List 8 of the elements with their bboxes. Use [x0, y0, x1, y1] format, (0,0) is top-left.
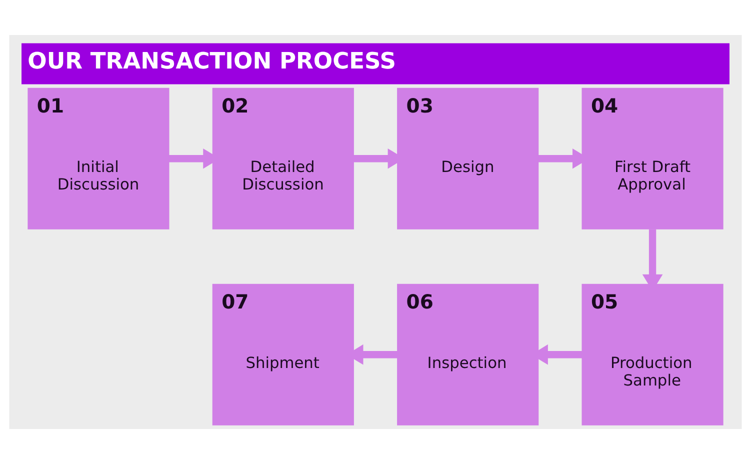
node-box: 05 Production Sample: [581, 284, 723, 426]
node-box: 06 Inspection: [396, 284, 538, 426]
node-box: 07 Shipment: [212, 284, 354, 426]
node-box: 01 Initial Discussion: [27, 88, 169, 230]
node-box: 03 Design: [396, 88, 538, 230]
node-box: 04 First Draft Approval: [581, 88, 723, 230]
diagram-title: OUR TRANSACTION PROCESS: [27, 48, 396, 74]
node-box: 02 Detailed Discussion: [212, 88, 354, 230]
